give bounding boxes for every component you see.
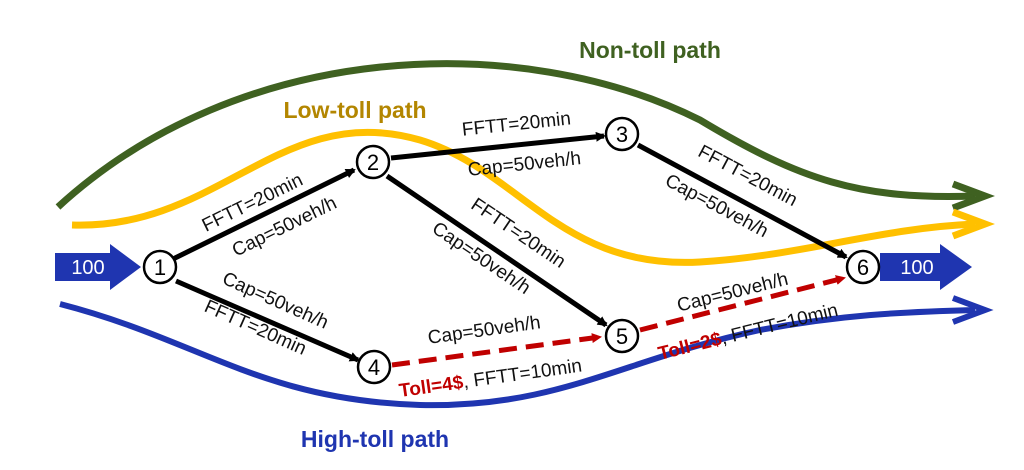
non-toll-path-title: Non-toll path <box>579 37 721 63</box>
link-5-6-cap: Cap=50veh/h <box>675 269 790 317</box>
node-6: 6 <box>845 249 881 285</box>
link-5-6-toll: Toll=2$ <box>656 329 724 365</box>
svg-text:6: 6 <box>857 255 869 280</box>
link-4-5-cap: Cap=50veh/h <box>427 312 542 349</box>
link-1-2 <box>171 167 356 262</box>
svg-text:3: 3 <box>616 122 628 147</box>
link-5-6 <box>639 275 846 333</box>
link-4-5-toll: Toll=4$ <box>398 372 465 402</box>
high-toll-path-title: High-toll path <box>301 426 449 452</box>
node-2: 2 <box>355 144 391 180</box>
svg-text:1: 1 <box>154 255 166 280</box>
high-toll-path-curve <box>59 295 994 409</box>
node-5: 5 <box>604 318 640 354</box>
link-3-6 <box>636 142 848 260</box>
link-2-3 <box>390 131 606 161</box>
node-3: 3 <box>604 116 640 152</box>
node-4: 4 <box>356 349 392 385</box>
link-2-3-fftt: FFTT=20min <box>461 108 572 140</box>
link-4-5 <box>391 333 602 368</box>
link-1-4 <box>175 278 360 363</box>
low-toll-path-title: Low-toll path <box>283 97 426 123</box>
svg-text:4: 4 <box>368 355 380 380</box>
outflow-label: 100 <box>900 257 933 279</box>
svg-text:2: 2 <box>367 150 379 175</box>
node-1: 1 <box>142 249 178 285</box>
outflow-arrow: 100 <box>880 244 972 290</box>
link-2-3-cap: Cap=50veh/h <box>467 148 582 181</box>
inflow-arrow: 100 <box>55 244 141 290</box>
link-2-5 <box>385 173 608 328</box>
inflow-label: 100 <box>71 257 104 279</box>
non-toll-path-curve <box>55 60 995 212</box>
link-5-6-fftt: , FFTT=10min <box>719 300 840 349</box>
svg-text:5: 5 <box>616 324 628 349</box>
